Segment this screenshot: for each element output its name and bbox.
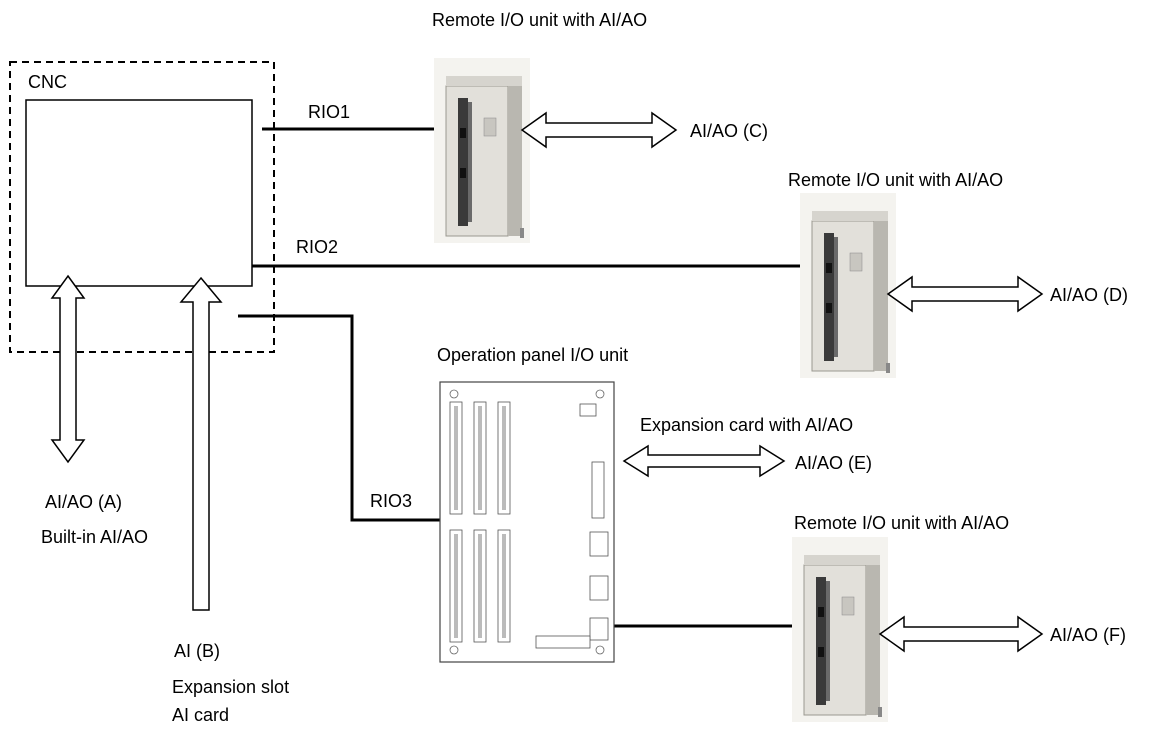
ai-b-label: AI (B) xyxy=(174,641,220,661)
remote-io-unit-bottom-image xyxy=(792,537,888,722)
remote-io-mid-label: Remote I/O unit with AI/AO xyxy=(788,170,1003,190)
cnc-box xyxy=(26,100,252,286)
rio1-label: RIO1 xyxy=(308,102,350,122)
aiao-d-label: AI/AO (D) xyxy=(1050,285,1128,305)
rio2-label: RIO2 xyxy=(296,237,338,257)
aiao-a-label: AI/AO (A) xyxy=(45,492,122,512)
cnc-label: CNC xyxy=(28,72,67,92)
aiao-f-label: AI/AO (F) xyxy=(1050,625,1126,645)
operation-panel-label: Operation panel I/O unit xyxy=(437,345,628,365)
rio3-line xyxy=(238,316,470,520)
expansion-card-label: Expansion card with AI/AO xyxy=(640,415,853,435)
ai-card-label: AI card xyxy=(172,705,229,725)
aiao-c-label: AI/AO (C) xyxy=(690,121,768,141)
remote-io-bottom-label: Remote I/O unit with AI/AO xyxy=(794,513,1009,533)
aiao-e-double-arrow xyxy=(624,446,784,476)
remote-io-unit-top-image xyxy=(434,58,530,243)
ai-b-arrow xyxy=(181,278,221,610)
remote-io-top-label: Remote I/O unit with AI/AO xyxy=(432,10,647,30)
builtin-aiao-label: Built-in AI/AO xyxy=(41,527,148,547)
expansion-slot-label: Expansion slot xyxy=(172,677,289,697)
aiao-f-double-arrow xyxy=(880,617,1042,651)
aiao-a-double-arrow xyxy=(52,276,84,462)
aiao-e-label: AI/AO (E) xyxy=(795,453,872,473)
aiao-d-double-arrow xyxy=(888,277,1042,311)
operation-panel-board xyxy=(440,382,614,662)
aiao-c-double-arrow xyxy=(522,113,676,147)
rio3-label: RIO3 xyxy=(370,491,412,511)
remote-io-unit-mid-image xyxy=(800,193,896,378)
